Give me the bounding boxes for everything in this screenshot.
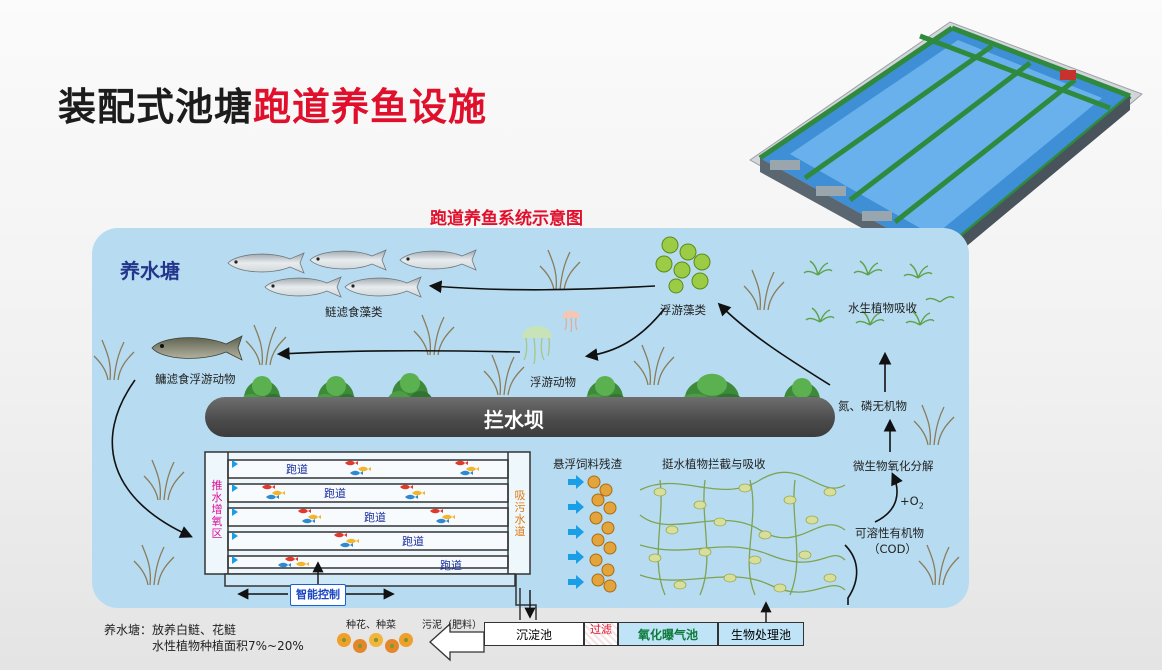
label-cod-line2: （COD） [868, 542, 917, 556]
reed-1 [245, 324, 287, 366]
arrow-algae-to-zooplankton [584, 307, 666, 361]
arrow-algae-to-silvercarp [428, 280, 656, 294]
label-oxygen: +O2 [900, 494, 924, 511]
reed-6 [143, 459, 185, 501]
reed-11 [918, 544, 960, 586]
arrow-zooplankton-to-bighead [276, 347, 521, 360]
flowers-icon [337, 633, 413, 653]
label-sludge: 污泥（肥料） [422, 620, 482, 631]
reed-9 [633, 344, 675, 386]
filter-stage: 过滤 [584, 622, 618, 646]
label-nutrients: 氮、磷无机物 [838, 399, 907, 413]
label-push-zone: 推水增氧区 [211, 479, 223, 540]
sedimentation-tank: 沉淀池 [484, 622, 584, 646]
footnote-line2: 水性植物种植面积7%~20% [152, 639, 304, 653]
reed-8 [483, 354, 525, 396]
reed-5 [93, 339, 135, 381]
lane-label-3: 跑道 [364, 511, 386, 524]
diagram-title: 跑道养鱼系统示意图 [430, 209, 583, 229]
arrow-nutrients-to-algae [717, 302, 831, 386]
label-suction-zone: 吸污水道 [514, 489, 526, 538]
reed-10 [913, 404, 955, 446]
label-filter-fish: 鲢滤食藻类 [325, 305, 383, 319]
emergent-plants-icon [639, 471, 846, 596]
reed-7 [133, 544, 175, 586]
lane-label-1: 跑道 [286, 463, 308, 476]
lane-label-2: 跑道 [324, 487, 346, 500]
zooplankton-icon [522, 310, 580, 365]
bighead-carp [151, 335, 243, 361]
emergent-plant-leaves [648, 483, 837, 593]
silver-carp-5 [344, 276, 422, 298]
reed-4 [743, 269, 785, 311]
silver-carp-2 [309, 249, 387, 271]
label-seed: 种花、种菜 [346, 620, 396, 631]
label-microbe: 微生物氧化分解 [853, 459, 934, 473]
footnote: 养水塘：放养白鲢、花鲢 水性植物种植面积7%~20% [104, 622, 304, 654]
silver-carp-3 [399, 249, 477, 271]
silver-carp-1 [227, 252, 305, 274]
label-plankton-algae: 浮游藻类 [660, 303, 706, 317]
pond-label: 养水塘 [120, 259, 180, 283]
silver-carp-4 [264, 276, 342, 298]
label-zooplankton: 浮游动物 [530, 375, 576, 389]
label-cod-line1: 可溶性有机物 [855, 526, 924, 540]
facility-illustration [749, 21, 1143, 270]
arrow-cod-to-microbe [874, 472, 903, 523]
feed-residue-icon [587, 475, 617, 593]
reed-2 [413, 314, 455, 356]
push-arrows [232, 460, 238, 564]
arrow-emergent-to-cod [844, 544, 858, 605]
label-bighead-fish: 鳙滤食浮游动物 [155, 372, 236, 386]
label-aquatic-plants: 水生植物吸收 [848, 301, 917, 315]
biological-treatment-tank: 生物处理池 [718, 622, 804, 646]
smart-control-box: 智能控制 [290, 584, 346, 606]
phytoplankton-icon [655, 236, 711, 294]
footnote-line1: 养水塘：放养白鲢、花鲢 [104, 623, 237, 637]
dam-label: 拦水坝 [484, 408, 544, 432]
label-feed-residue: 悬浮饲料残渣 [553, 457, 622, 471]
oxidation-aeration-tank: 氧化曝气池 [618, 622, 718, 646]
flow-arrows [568, 475, 584, 589]
arrow-pond-to-raceway [111, 379, 193, 538]
lane-label-5: 跑道 [440, 559, 462, 572]
dam [205, 397, 835, 437]
aquatic-plants-icon [803, 260, 955, 326]
lane-label-4: 跑道 [402, 535, 424, 548]
sludge-arrow [429, 622, 485, 662]
raceway-frame [204, 451, 531, 587]
outflow-pipe [515, 574, 537, 620]
page-title: 装配式池塘跑道养鱼设施 [58, 85, 488, 129]
label-emergent-plants: 挺水植物拦截与吸收 [662, 457, 766, 471]
reed-3 [539, 249, 581, 291]
